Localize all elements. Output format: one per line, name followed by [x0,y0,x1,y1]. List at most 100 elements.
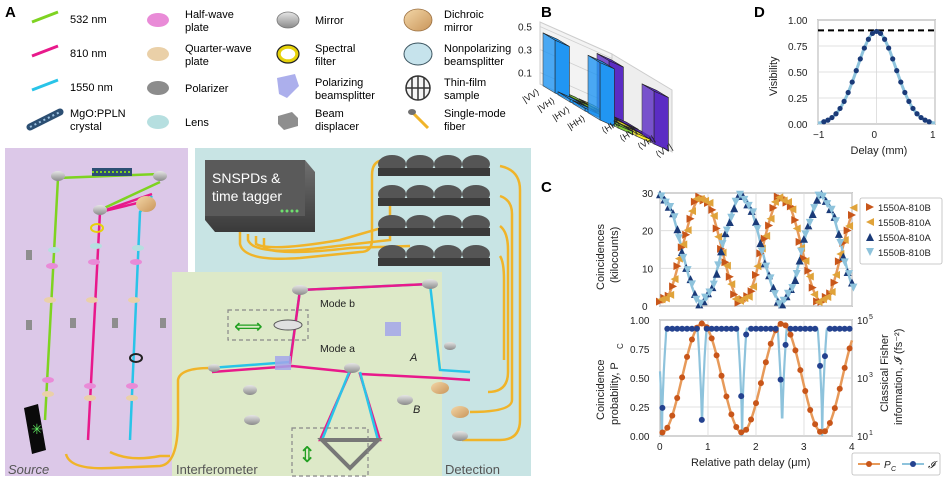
ct-data-point [714,232,723,241]
d-y-tick: 0.25 [788,94,808,105]
cb-fisher-point [777,376,784,383]
cb-prob-point [846,345,853,352]
cb-fisher-point [821,353,828,360]
ct-y-tick: 0 [642,302,648,313]
snspd-label-1: SNSPDs & [212,170,281,186]
ct-data-point [670,213,679,222]
quarterwave-plate-icon [147,47,169,61]
legend-beamdisp: Beam displacer [278,108,359,133]
b-bar-top [587,55,615,70]
cb-prob-point [767,340,774,347]
cb-x-tick: 0 [657,442,663,453]
d-y-tick: 1.00 [788,16,808,27]
cb-prob-point [821,428,828,435]
cb-fisher-point [743,331,750,338]
cb-prob-point [733,424,740,431]
ct-data-point [687,207,696,216]
legend-crystal-label-1: MgO:PPLN [70,108,126,120]
ct-data-point [727,280,736,289]
d-x-tick: 0 [872,130,878,141]
cb-x-tick: 3 [801,442,807,453]
b-bar [599,62,615,127]
d-data-point [898,79,904,85]
ct-data-point [673,262,682,271]
cb-prob-point [762,359,769,366]
ct-data-point [708,205,717,214]
ct-data-point [797,247,806,256]
interferometer-pbs-icon [275,356,291,370]
d-data-point [857,56,863,62]
b-z-tick: 0.3 [518,46,532,57]
ct-data-point [740,195,749,204]
ct-data-point [692,295,701,304]
legend-polarizer-label: Polarizer [185,83,229,95]
ct-legend-label: 1550B-810B [878,248,931,259]
cb-fisher-point [792,325,799,332]
ct-data-point [727,213,736,222]
cb-fisher-point [713,325,720,332]
cb-prob-point [792,347,799,354]
ct-data-point [735,190,744,199]
d-data-point [922,117,928,123]
legend-quarterwave-label-2: plate [185,56,209,68]
ct-data-point [801,230,810,239]
b-bar-side [587,54,601,121]
ct-ylabel-1: Coincidences [595,223,607,290]
ct-data-point [831,270,840,279]
ct-legend-label: 1550A-810B [878,203,931,214]
ct-data-point [690,197,699,206]
ct-data-point [722,261,731,270]
dichroic-mirror-icon [403,8,433,32]
ct-data-point [683,226,692,235]
legend-spectral-label-2: filter [315,56,336,68]
panel-c: C 0102030Coincidences(kilocounts)1550A-8… [541,179,943,476]
cb-prob-point [748,416,755,423]
beam-810-icon [31,44,59,58]
legend-thinfilm: Thin-film sample [405,75,486,102]
cb-legend-marker-i [910,461,916,467]
ct-data-point [717,247,726,256]
fibers [64,158,522,470]
laser-spark-icon: ✳ [31,421,43,437]
ct-data-point [801,256,810,265]
mode-a-label: Mode a [320,343,355,355]
legend-810-label: 810 nm [70,48,107,60]
d-data-point [853,68,859,74]
b-z-tick: 0.1 [518,69,532,80]
ct-data-point [805,218,814,227]
b-z-tick: 0.5 [518,23,532,34]
cb-fisher-point [826,325,833,332]
legend-532-label: 532 nm [70,14,107,26]
ct-data-point [709,280,718,289]
cb-prob-point [831,405,838,412]
legend-1550: 1550 nm [31,78,113,94]
ct-data-point [749,282,758,291]
ct-ylabel-2: (kilocounts) [609,227,621,283]
cb-y-tick: 0.00 [630,432,650,443]
ct-data-point [701,293,710,302]
legend-smf: Single-mode fiber [408,108,506,133]
legend-spectral-label-1: Spectral [315,43,355,55]
ct-data-point [762,262,771,271]
ct-data-point [823,200,832,209]
d-data-point [865,36,872,42]
legend-dichroic: Dichroic mirror [403,8,484,34]
panel-b: B 0.10.30.5|HH⟩|HV⟩|VH⟩|VV⟩⟨HH|⟨HV|⟨VH|⟨… [518,4,674,160]
d-ylabel: Visibility [768,56,780,96]
cb-prob-point [688,336,695,343]
ct-legend-marker [866,203,874,211]
ct-data-point [810,204,819,213]
cb-fisher-point [802,325,809,332]
ct-data-point [775,300,784,309]
ct-data-point [749,208,758,217]
ct-data-point [657,295,666,304]
ct-data-point [804,266,813,275]
cb-fisher-point [817,362,824,369]
ct-data-point [808,283,817,292]
ct-data-point [814,298,823,307]
ct-data-point [765,221,774,230]
legend-thinfilm-label-2: sample [444,90,479,102]
legend-pbs: Polarizing beamsplitter [277,74,375,102]
